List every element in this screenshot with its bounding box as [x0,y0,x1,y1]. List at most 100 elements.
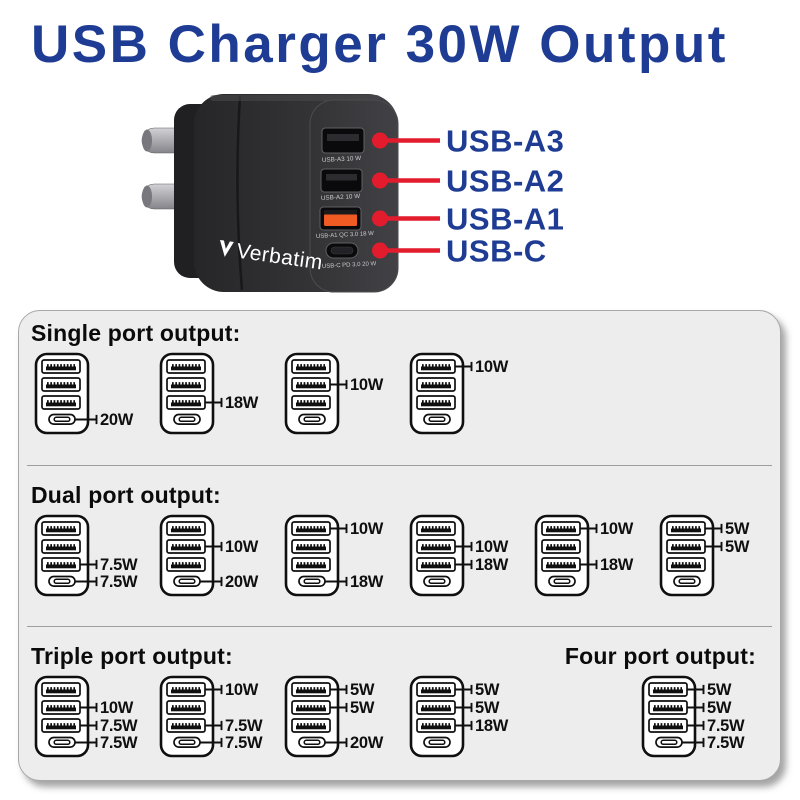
usb-a-port-icon [648,682,688,697]
usb-c-port-icon [48,736,76,748]
usb-a-port-icon [41,557,81,572]
usb-a-port-icon [166,539,206,554]
single-port-heading: Single port output: [31,320,241,346]
four-port-heading: Four port output: [564,643,756,669]
usb-a1-caption: USB-A1 QC 3.0 18 W [316,231,375,240]
charger-product-image: Verbatim USB-A3 10 W USB-A2 10 W USB-A1 … [141,94,564,293]
wattage-callout: 7.5W [75,734,138,752]
usb-a-port-icon [416,377,456,392]
port-label-usb-c: USB-C [446,234,547,269]
usb-a-port-icon [416,557,456,572]
wattage-label: 7.5W [100,734,138,752]
usb-a-port-icon [41,359,81,374]
usb-a-port-icon [291,539,331,554]
verbatim-v-icon [220,240,234,257]
usb-a-port-icon [648,700,688,715]
section-divider [27,626,772,627]
port-output-diagram: 7.5W7.5W [34,514,138,597]
wattage-callout: 20W [200,573,259,591]
port-output-diagram: 10W 20W [159,514,259,597]
wattage-label: 7.5W [707,734,745,752]
usb-a-port-icon [291,395,331,410]
wattage-callout: 18W [455,556,509,574]
page-title: USB Charger 30W Output [31,15,728,74]
wattage-label: 10W [225,538,259,556]
wattage-label: 5W [707,699,732,717]
usb-a-port-icon [166,718,206,733]
wattage-callout: 10W [330,376,384,394]
wattage-label: 5W [475,681,500,699]
wattage-label: 20W [350,734,384,752]
wattage-callout: 18W [580,556,634,574]
usb-a3-port [321,127,365,154]
port-callout-usb-c: USB-C [372,234,547,269]
usb-a-port-icon [666,539,706,554]
usb-a-port-icon [166,557,206,572]
wattage-label: 10W [100,699,134,717]
usb-a2-caption: USB-A2 10 W [321,193,361,202]
wattage-label: 5W [350,699,375,717]
usb-c-port-icon [298,575,326,587]
wattage-callout: 10W [455,538,509,556]
port-callout-usb-a3: USB-A3 [372,124,564,159]
usb-a-port-icon [166,521,206,536]
single-port-diagram-row: 20W 18W 10W 10W [19,352,780,437]
usb-c-port-icon [298,413,326,425]
port-callout-usb-a2: USB-A2 [372,164,564,199]
usb-c-port-icon [173,575,201,587]
wattage-label: 7.5W [100,573,138,591]
usb-a-port-icon [416,359,456,374]
wattage-callout: 5W [330,681,375,699]
wattage-callout: 10W [330,520,384,538]
usb-a-port-icon [166,682,206,697]
usb-c-port [325,242,359,259]
usb-a-port-icon [41,377,81,392]
wattage-label: 5W [350,681,375,699]
wattage-callout: 7.5W [687,717,745,735]
port-output-diagram: 20W [34,352,134,435]
usb-a1-port [319,206,362,231]
wattage-label: 18W [350,573,384,591]
usb-c-port-icon [173,413,201,425]
wattage-label: 5W [725,520,750,538]
wattage-label: 20W [100,411,134,429]
usb-a-port-icon [416,395,456,410]
port-output-diagram: 18W [159,352,259,435]
usb-a-port-icon [666,521,706,536]
wattage-callout: 7.5W [205,717,263,735]
wattage-callout: 20W [75,411,134,429]
usb-a-port-icon [41,395,81,410]
usb-a-port-icon [291,359,331,374]
wattage-label: 5W [475,699,500,717]
port-label-usb-a1: USB-A1 [446,202,564,237]
wattage-callout: 7.5W [682,734,745,752]
usb-c-port-icon [673,575,701,587]
usb-c-port-icon [48,575,76,587]
usb-a-port-icon [291,557,331,572]
usb-a-port-icon [41,682,81,697]
usb-a-port-icon [291,682,331,697]
port-label-usb-a3: USB-A3 [446,124,564,159]
wattage-callout: 5W [455,681,500,699]
usb-a-port-icon [291,700,331,715]
usb-a-port-icon [291,718,331,733]
usb-c-port-icon [423,736,451,748]
port-output-diagram: 10W [284,352,384,435]
wattage-callout: 10W [205,681,259,699]
port-output-diagram: 10W [409,352,509,435]
port-output-diagram: 10W 18W [284,514,384,597]
usb-a-port-icon [166,359,206,374]
wattage-callout: 5W [687,699,732,717]
usb-a-port-icon [416,682,456,697]
section-divider [27,465,772,466]
wattage-callout: 5W [705,538,750,556]
